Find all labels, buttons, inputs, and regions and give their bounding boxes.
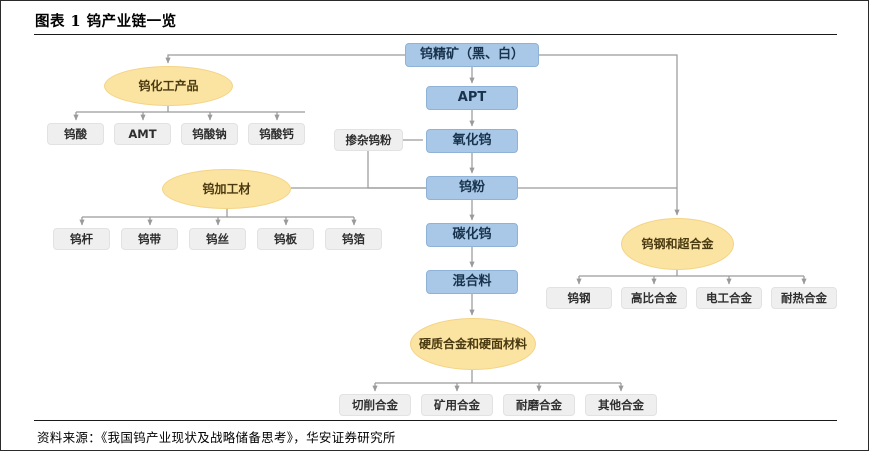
flow-node-label: 钨箔	[342, 231, 365, 246]
flow-node-label: 切削合金	[352, 397, 398, 412]
flow-node-g-wsteel: 钨钢	[546, 287, 612, 309]
page-title: 图表 1 钨产业链一览	[35, 13, 177, 30]
flow-node-label: 钨加工材	[202, 181, 251, 196]
flow-node-g-amt: AMT	[114, 123, 171, 145]
flow-node-label: 钨钢	[641, 236, 666, 251]
flow-node-g-electric: 电工合金	[696, 287, 762, 309]
flow-node-g-wacid: 钨酸	[47, 123, 104, 145]
flow-node-g-mine: 矿用合金	[421, 394, 493, 416]
flow-node-label: 碳化钨	[452, 227, 492, 243]
flow-node-g-wire: 钨丝	[189, 228, 246, 250]
flow-node-label: 钨酸钠	[192, 126, 227, 141]
flow-node-label: 钨酸	[64, 126, 87, 141]
flow-node-label: 矿用合金	[434, 397, 480, 412]
flow-node-label: 钨酸钙	[259, 126, 294, 141]
flow-node-label: 氧化钨	[452, 133, 492, 149]
flow-node-g-nawo: 钨酸钠	[181, 123, 238, 145]
flow-node-label: 其他合金	[598, 397, 644, 412]
flow-node-e-steel: 钨钢和超合金	[621, 218, 734, 270]
flow-node-g-cawo: 钨酸钙	[248, 123, 305, 145]
flow-node-n-doped: 掺杂钨粉	[334, 129, 403, 151]
flow-node-g-strip: 钨带	[121, 228, 178, 250]
connector-layer	[73, 54, 807, 392]
flow-node-label: 钨丝	[206, 231, 229, 246]
title-divider	[34, 34, 837, 35]
flow-node-n-mix: 混合料	[426, 270, 518, 294]
flow-node-label: 钨化工产品	[138, 78, 199, 93]
flow-node-n-concentrate: 钨精矿（黑、白）	[405, 43, 539, 67]
flow-node-g-wear: 耐磨合金	[503, 394, 575, 416]
flowchart-canvas: 钨精矿（黑、白） APT 氧化钨钨粉碳化钨混合料 掺杂钨粉 钨化工产品钨加工材硬质合金和…	[1, 38, 868, 420]
flow-node-label: 钨板	[274, 231, 297, 246]
flow-node-label: 钨杆	[70, 231, 93, 246]
flow-node-g-foil: 钨箔	[325, 228, 382, 250]
flow-node-label: AMT	[128, 126, 157, 141]
flow-node-label: 硬面材料	[479, 336, 528, 351]
flow-node-label: APT	[457, 90, 487, 106]
flow-node-label: 钨精矿（黑、白）	[419, 47, 524, 63]
flow-node-label: 高比合金	[631, 290, 677, 305]
flow-node-g-rod: 钨杆	[53, 228, 110, 250]
flow-node-n-wo3: 氧化钨	[426, 129, 518, 153]
flow-node-n-wpowder: 钨粉	[426, 176, 518, 200]
flow-node-g-plate: 钨板	[257, 228, 314, 250]
flow-node-e-processed: 钨加工材	[162, 169, 291, 209]
footer-divider	[34, 420, 837, 421]
flow-node-g-highdens: 高比合金	[621, 287, 687, 309]
flow-node-e-carbide: 硬质合金和硬面材料	[410, 318, 536, 370]
flow-node-n-wc: 碳化钨	[426, 223, 518, 247]
flow-node-label: 混合料	[452, 274, 492, 290]
flow-node-label: 钨粉	[458, 180, 485, 196]
flow-node-g-other: 其他合金	[585, 394, 657, 416]
flow-node-label: 电工合金	[706, 290, 752, 305]
flow-node-label: 钨带	[138, 231, 161, 246]
flow-node-e-chem: 钨化工产品	[104, 66, 233, 106]
source-note: 资料来源：《我国钨产业现状及战略储备思考》，华安证券研究所	[37, 430, 396, 445]
flow-node-label: 耐磨合金	[516, 397, 562, 412]
flow-node-label: 掺杂钨粉	[345, 132, 392, 147]
figure-header: 图表 1 钨产业链一览	[1, 1, 868, 38]
flow-node-n-apt: APT	[426, 86, 518, 110]
flow-node-g-cut: 切削合金	[339, 394, 411, 416]
flow-node-label: 耐热合金	[781, 290, 827, 305]
flow-node-label: 和超合金	[665, 236, 714, 251]
flow-node-label: 钨钢	[567, 290, 591, 305]
flow-node-label: 硬质合金和	[418, 336, 479, 351]
flow-node-g-heat: 耐热合金	[771, 287, 837, 309]
